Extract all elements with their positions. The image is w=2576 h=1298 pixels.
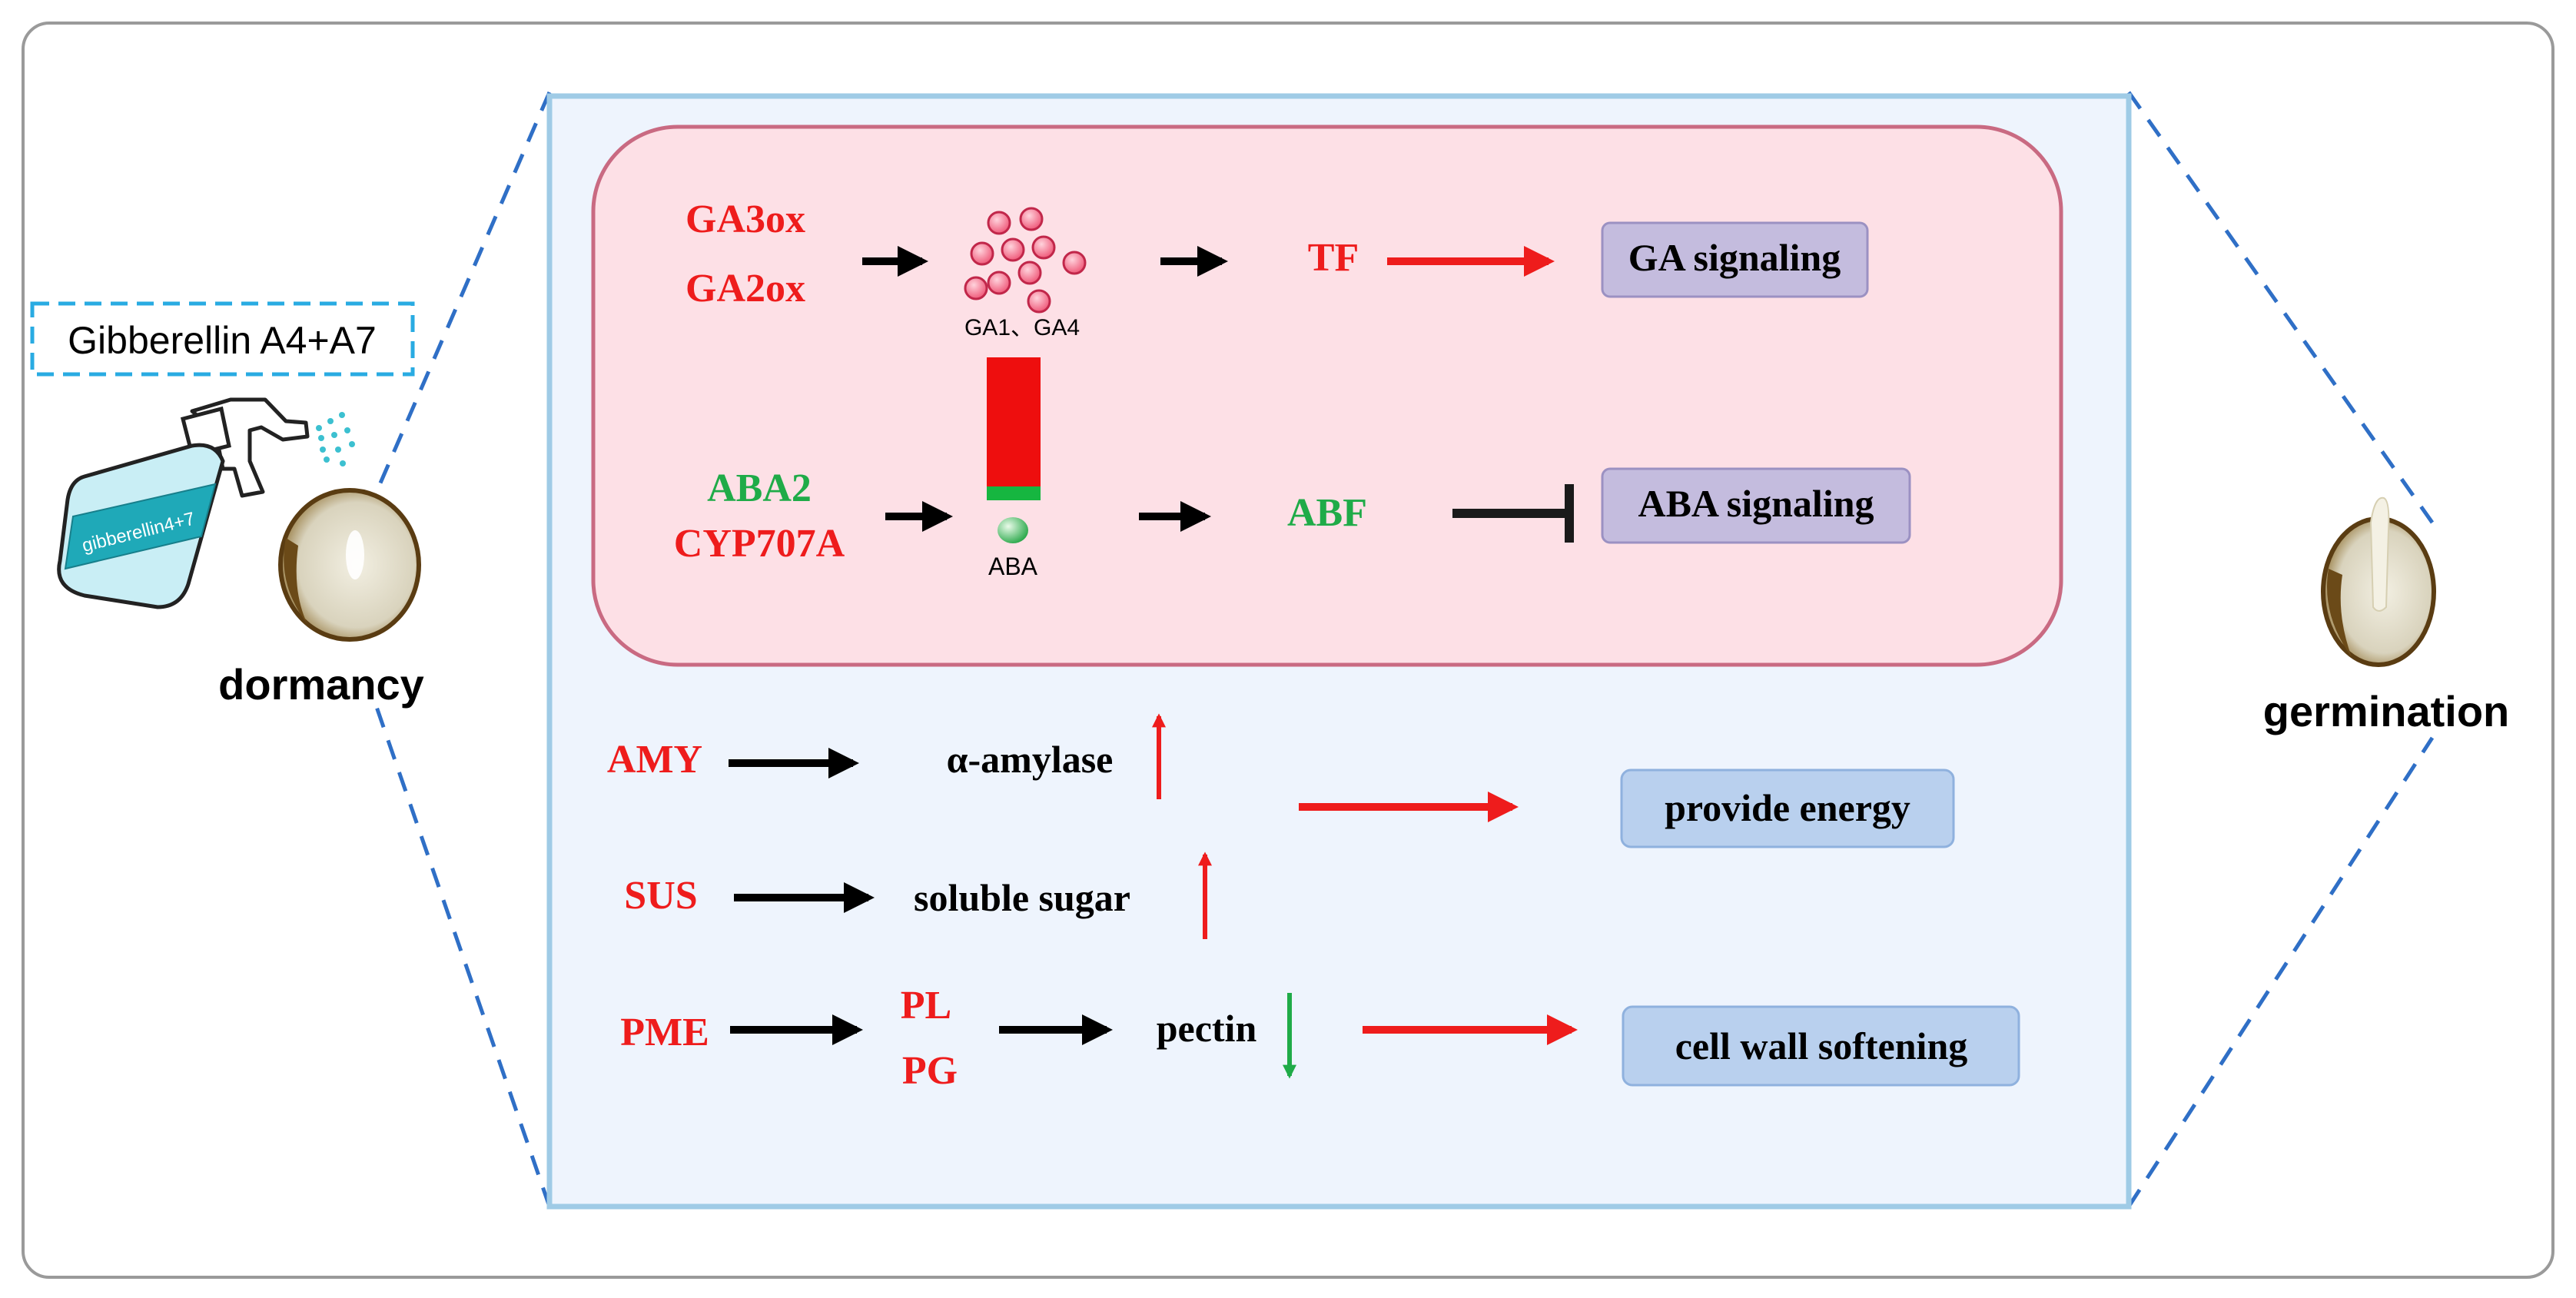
amy-gene: AMY — [607, 738, 702, 782]
dormant-seed-image — [278, 488, 421, 642]
zoom-lines — [374, 91, 2435, 1208]
amy-product: α-amylase — [947, 738, 1114, 781]
abf-tf: ABF — [1287, 491, 1367, 535]
sus-gene: SUS — [624, 874, 697, 918]
ga-tf: TF — [1308, 236, 1359, 280]
aba-molecule — [998, 517, 1028, 543]
ga2ox-gene: GA2ox — [685, 267, 805, 310]
germinating-seed-image — [2321, 496, 2436, 667]
germination-label: germination — [2263, 687, 2509, 735]
dormancy-label: dormancy — [218, 660, 424, 709]
ga-signaling-label: GA signaling — [1628, 236, 1841, 279]
hormone-panel — [591, 124, 2063, 667]
aba-level-bar-green — [987, 486, 1041, 500]
aba-label: ABA — [988, 553, 1038, 580]
pg-gene: PG — [902, 1049, 958, 1093]
aba-signaling-box — [1601, 467, 1911, 544]
ga-molecules-label: GA1、GA4 — [964, 315, 1080, 340]
aba-signaling-label: ABA signaling — [1638, 482, 1874, 525]
pme-gene: PME — [620, 1011, 709, 1054]
ga-signaling-box — [1601, 221, 1869, 298]
aba2-gene: ABA2 — [707, 466, 812, 510]
treatment-label: Gibberellin A4+A7 — [68, 319, 377, 362]
pectin-product: pectin — [1157, 1007, 1257, 1050]
cyp707a-gene: CYP707A — [674, 522, 845, 566]
spray-bottle-icon: gibberellin4+7 — [57, 397, 355, 609]
aba-level-bar-red — [987, 357, 1041, 486]
ga3ox-gene: GA3ox — [685, 198, 805, 241]
cell-wall-softening-label: cell wall softening — [1675, 1024, 1968, 1067]
pl-gene: PL — [901, 984, 951, 1027]
cell-wall-softening-box — [1622, 1005, 2020, 1087]
provide-energy-label: provide energy — [1665, 786, 1910, 829]
ga-molecules-cluster — [964, 207, 1087, 314]
sus-product: soluble sugar — [914, 876, 1130, 919]
provide-energy-box — [1620, 769, 1955, 848]
treatment-label-box — [30, 301, 415, 377]
